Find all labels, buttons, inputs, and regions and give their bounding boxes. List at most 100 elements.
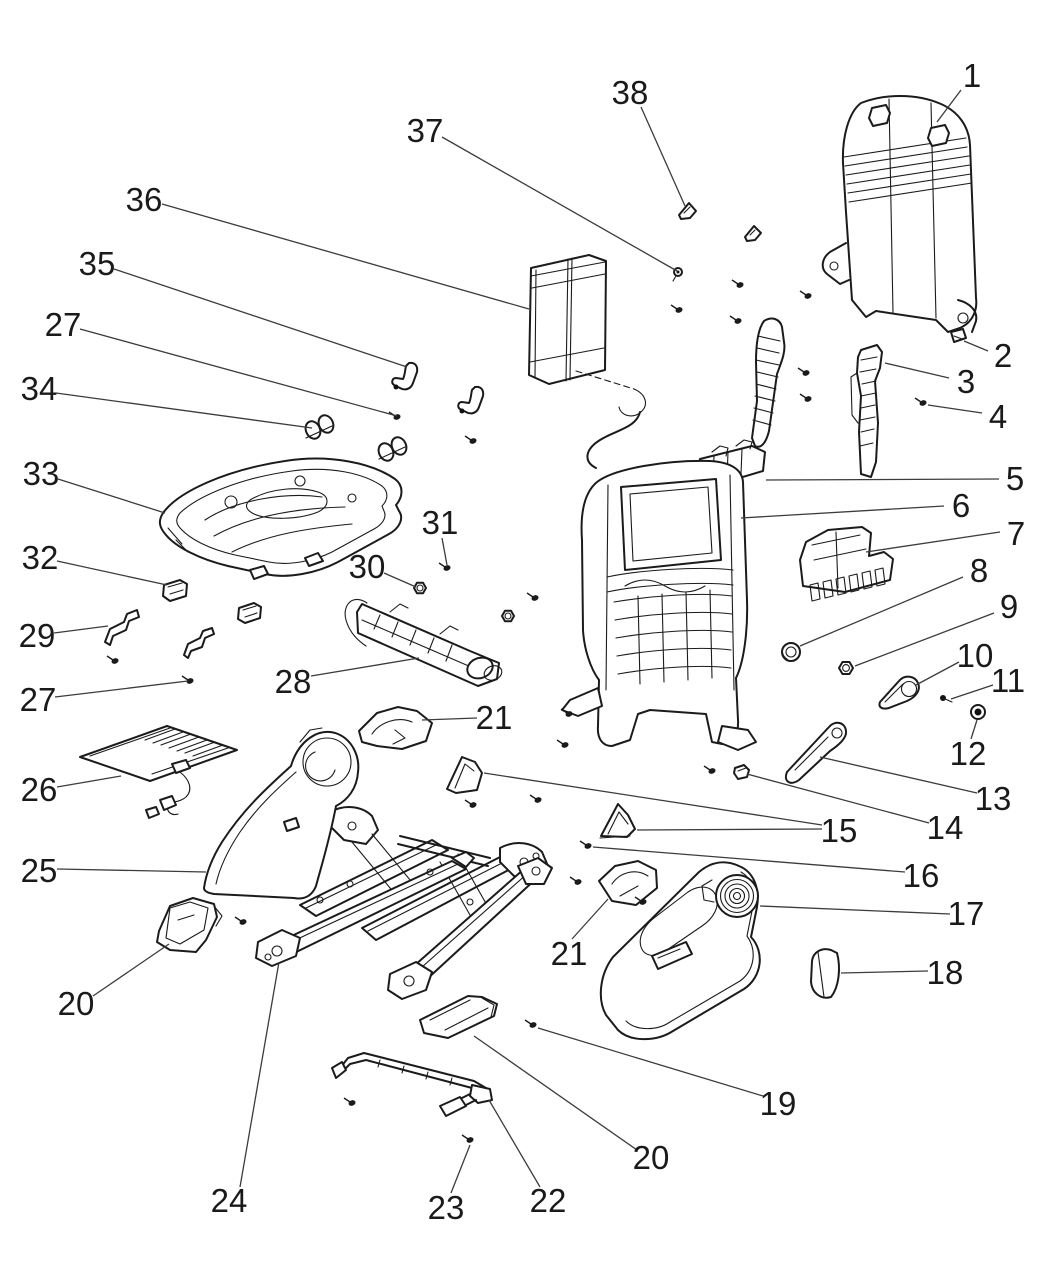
leader-line-21 [421, 717, 478, 721]
leader-line-38 [640, 106, 686, 207]
leader-line-26 [56, 775, 122, 788]
part-clip-38-b [744, 225, 762, 242]
callout-label-18: 18 [927, 954, 964, 991]
leader-line-6 [740, 505, 945, 519]
part-triangle-shield [599, 803, 636, 839]
callout-label-20: 20 [633, 1139, 670, 1176]
part-lumbar-support [799, 526, 894, 602]
part-bushing-a [304, 414, 335, 440]
leader-line-20 [473, 1035, 638, 1151]
callout-label-25: 25 [21, 852, 58, 889]
callout-label-28: 28 [275, 663, 312, 700]
fastener-layer [106, 279, 927, 1143]
callout-label-19: 19 [760, 1085, 797, 1122]
fastener [574, 879, 582, 885]
callout-label-26: 26 [21, 771, 58, 808]
fastener [239, 919, 247, 925]
part-stay-rod-right [850, 344, 883, 478]
fastener [804, 396, 812, 402]
fastener-tip [799, 393, 807, 399]
callout-label-10: 10 [957, 637, 994, 674]
callout-label-17: 17 [948, 895, 985, 932]
callout-label-35: 35 [79, 245, 116, 282]
leader-line-24 [239, 961, 280, 1188]
callout-label-13: 13 [975, 780, 1012, 817]
leader-line-3 [884, 362, 950, 379]
fastener [561, 742, 569, 748]
fastener-tip [799, 290, 807, 296]
part-cushion-front-member [344, 598, 503, 687]
callout-label-22: 22 [530, 1182, 567, 1219]
leader-line-22 [488, 1099, 541, 1188]
callout-label-27: 27 [20, 681, 57, 718]
leader-line-25 [56, 868, 207, 873]
leader-line-16 [592, 846, 906, 873]
fastener-tip [524, 1019, 532, 1025]
callout-label-21: 21 [551, 935, 588, 972]
callout-label-3: 3 [957, 363, 975, 400]
part-bushing-b [377, 436, 408, 462]
part-grommet [781, 642, 801, 662]
fastener [466, 1137, 474, 1143]
part-map-pocket [528, 254, 647, 469]
callout-label-31: 31 [422, 504, 459, 541]
callout-label-15: 15 [821, 812, 858, 849]
fastener [534, 797, 542, 803]
fastener-tip [560, 708, 568, 714]
parts-layer [79, 95, 986, 1117]
part-screw-11 [940, 695, 953, 703]
leader-line-23 [450, 1144, 471, 1194]
fastener [469, 438, 477, 444]
fastener [919, 400, 927, 406]
callout-label-36: 36 [126, 181, 163, 218]
leader-line-2 [963, 340, 989, 352]
fastener-tip [797, 367, 805, 373]
callout-label-14: 14 [927, 809, 964, 846]
callout-label-1: 1 [963, 57, 981, 94]
fastener [708, 768, 716, 774]
callout-layer: 1234567891011121314151617181920202121222… [19, 57, 1026, 1226]
part-z-bracket-a [104, 609, 140, 646]
leader-line-9 [854, 612, 995, 667]
part-adjuster-handle [878, 675, 920, 710]
callout-label-30: 30 [349, 548, 386, 585]
callout-label-16: 16 [903, 857, 940, 894]
callout-label-29: 29 [19, 617, 56, 654]
fastener [531, 595, 539, 601]
part-back-panel [821, 95, 978, 333]
fastener-tip [670, 304, 678, 310]
part-towel-bar [331, 1052, 493, 1117]
leader-line-21 [571, 898, 609, 940]
fastener [443, 565, 451, 571]
leader-line-14 [746, 773, 930, 824]
callout-label-20: 20 [58, 985, 95, 1022]
leader-line-11 [950, 684, 994, 700]
callout-label-34: 34 [21, 370, 58, 407]
part-cushion-pan [158, 457, 403, 580]
fastener-tip [464, 799, 472, 805]
fastener-tip [526, 592, 534, 598]
callout-label-11: 11 [991, 662, 1025, 699]
fastener-tip [343, 1097, 351, 1103]
leader-line-27 [54, 680, 189, 698]
callout-label-21: 21 [476, 699, 513, 736]
part-stay-rod-left [751, 317, 786, 448]
fastener-tip [464, 435, 472, 441]
leader-line-29 [53, 625, 109, 634]
leader-line-8 [799, 576, 964, 647]
callout-label-2: 2 [994, 337, 1012, 374]
leader-line-15 [483, 772, 823, 826]
callout-label-37: 37 [407, 112, 444, 149]
leader-line-10 [915, 661, 960, 686]
leader-line-1 [936, 89, 962, 123]
fastener-tip [731, 279, 739, 285]
fastener-tip [529, 794, 537, 800]
part-handle-cap [810, 948, 840, 999]
callout-label-27: 27 [45, 306, 82, 343]
fastener-tip [181, 675, 189, 681]
part-clip-38-a [678, 202, 697, 220]
part-recliner-lever [785, 721, 848, 784]
fastener-tip [579, 840, 587, 846]
part-inboard-shield [203, 727, 360, 900]
